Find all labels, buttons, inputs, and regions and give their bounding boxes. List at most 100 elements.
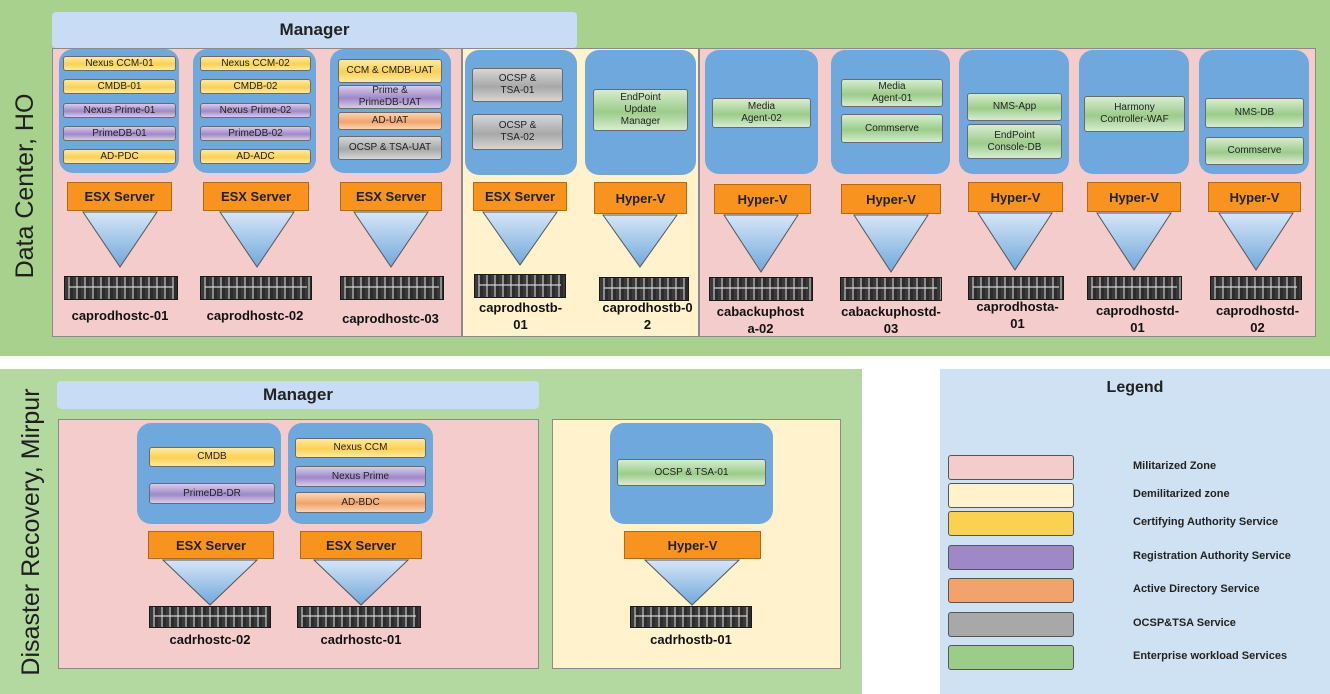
- dr-esx-server-label[interactable]: ESX Server: [300, 531, 422, 559]
- legend-label: Demilitarized zone: [1133, 488, 1230, 500]
- dc-service-ocsp[interactable]: OCSP & TSA-02: [472, 114, 563, 150]
- dc-server-icon: [474, 274, 566, 298]
- dc-service-ca[interactable]: AD-ADC: [200, 149, 311, 164]
- dr-service-ent[interactable]: OCSP & TSA-01: [617, 459, 766, 486]
- dr-virtualization-arrow: [644, 559, 740, 606]
- dr-virtualization-arrow: [162, 559, 258, 606]
- dc-host-name: caprodhostd- 02: [1215, 303, 1300, 335]
- dr-service-ca[interactable]: CMDB: [149, 447, 275, 467]
- dc-hyperv-label[interactable]: Hyper-V: [841, 184, 941, 214]
- dc-service-ca[interactable]: CMDB-02: [200, 79, 311, 94]
- dc-virtualization-arrow: [219, 211, 295, 268]
- dc-service-ca[interactable]: CCM & CMDB-UAT: [338, 59, 442, 83]
- dc-service-ocsp[interactable]: OCSP & TSA-UAT: [338, 136, 442, 160]
- dr-service-ra[interactable]: Nexus Prime: [295, 466, 426, 487]
- dc-host-name: caprodhostb- 01: [478, 300, 563, 332]
- dc-service-ocsp[interactable]: OCSP & TSA-01: [472, 68, 563, 102]
- dc-service-ca[interactable]: AD-PDC: [63, 149, 176, 164]
- dc-hyperv-label[interactable]: Hyper-V: [1208, 182, 1301, 212]
- dc-service-ca[interactable]: Nexus CCM-01: [63, 56, 176, 71]
- dc-virtualization-arrow: [602, 214, 678, 268]
- dc-server-icon: [840, 277, 942, 301]
- dr-server-icon: [149, 606, 271, 628]
- dc-service-ent[interactable]: EndPoint Console-DB: [967, 124, 1062, 159]
- legend-swatch: [948, 483, 1074, 508]
- dc-host-name: cabackuphost a-02: [716, 304, 805, 336]
- dc-virtualization-arrow: [723, 214, 799, 273]
- dc-server-icon: [340, 276, 444, 300]
- dc-service-ent[interactable]: EndPoint Update Manager: [593, 89, 688, 131]
- dc-esx-server-label[interactable]: ESX Server: [67, 182, 172, 211]
- legend-title: Legend: [1106, 379, 1164, 396]
- dc-host-name: caprodhostb-0 2: [602, 300, 693, 332]
- dc-service-ent[interactable]: NMS-App: [967, 93, 1062, 121]
- dc-virtualization-arrow: [1218, 212, 1294, 271]
- dc-service-ca[interactable]: CMDB-01: [63, 79, 176, 94]
- dc-server-icon: [200, 276, 312, 300]
- dc-virtualization-arrow: [1096, 212, 1172, 271]
- dr-hyperv-label[interactable]: Hyper-V: [624, 531, 761, 559]
- dc-host-name: cabackuphostd- 03: [841, 304, 941, 336]
- dr-vm-container: [137, 423, 281, 524]
- dc-host-name: caprodhostc-03: [342, 311, 439, 326]
- dr-server-icon: [297, 606, 421, 628]
- dc-server-icon: [968, 276, 1064, 300]
- dc-vm-container: [831, 50, 950, 174]
- dc-esx-server-label[interactable]: ESX Server: [203, 182, 309, 211]
- legend-label: Militarized Zone: [1133, 460, 1217, 472]
- dc-service-ent[interactable]: Media Agent-01: [841, 79, 943, 107]
- dc-service-ra[interactable]: Prime & PrimeDB-UAT: [338, 85, 442, 109]
- dc-service-ra[interactable]: PrimeDB-01: [63, 126, 176, 141]
- legend-label: Registration Authority Service: [1133, 550, 1291, 562]
- dr-server-icon: [630, 606, 752, 628]
- dc-service-ent[interactable]: Harmony Controller-WAF: [1084, 96, 1185, 132]
- dc-service-ca[interactable]: Nexus CCM-02: [200, 56, 311, 71]
- dc-host-name: caprodhosta- 01: [976, 299, 1059, 331]
- legend-label: Active Directory Service: [1133, 583, 1260, 595]
- dc-service-ra[interactable]: Nexus Prime-01: [63, 103, 176, 118]
- dc-host-name: caprodhostc-02: [206, 308, 304, 323]
- dc-virtualization-arrow: [977, 212, 1053, 271]
- dc-service-ra[interactable]: PrimeDB-02: [200, 126, 311, 141]
- legend-swatch: [948, 455, 1074, 480]
- dr-service-ad[interactable]: AD-BDC: [295, 492, 426, 513]
- legend-label: Enterprise workload Services: [1133, 650, 1288, 662]
- dc-host-name: caprodhostd- 01: [1095, 303, 1180, 335]
- dc-host-name: caprodhostc-01: [71, 308, 169, 323]
- dc-virtualization-arrow: [353, 211, 429, 268]
- dr-esx-server-label[interactable]: ESX Server: [148, 531, 274, 559]
- dr-virtualization-arrow: [313, 559, 409, 606]
- dc-server-icon: [709, 277, 813, 301]
- legend-label: Certifying Authority Service: [1133, 516, 1279, 528]
- legend-swatch: [948, 511, 1074, 536]
- dc-service-ent[interactable]: Media Agent-02: [712, 98, 811, 128]
- data-center-title: Data Center, HO: [11, 93, 39, 279]
- dc-hyperv-label[interactable]: Hyper-V: [1087, 182, 1181, 212]
- dc-manager[interactable]: Manager: [52, 12, 577, 48]
- dc-service-ent[interactable]: Commserve: [841, 114, 943, 143]
- dc-esx-server-label[interactable]: ESX Server: [340, 182, 442, 211]
- dc-hyperv-label[interactable]: Hyper-V: [714, 184, 811, 214]
- dc-service-ent[interactable]: NMS-DB: [1205, 98, 1304, 128]
- dc-service-ent[interactable]: Commserve: [1205, 137, 1304, 165]
- dc-server-icon: [1087, 276, 1182, 300]
- dc-hyperv-label[interactable]: Hyper-V: [968, 182, 1063, 212]
- dr-title: Disaster Recovery, Mirpur: [17, 388, 45, 676]
- dc-service-ra[interactable]: Nexus Prime-02: [200, 103, 311, 118]
- dc-virtualization-arrow: [853, 214, 929, 273]
- dr-host-name: cadrhostc-02: [169, 632, 251, 647]
- dc-virtualization-arrow: [82, 211, 158, 268]
- dc-server-icon: [64, 276, 178, 300]
- dc-hyperv-label[interactable]: Hyper-V: [594, 182, 687, 214]
- dc-server-icon: [1210, 276, 1302, 300]
- dr-service-ca[interactable]: Nexus CCM: [295, 438, 426, 458]
- dr-service-ra[interactable]: PrimeDB-DR: [149, 483, 275, 504]
- dr-manager[interactable]: Manager: [57, 381, 539, 409]
- legend-swatch: [948, 612, 1074, 637]
- legend-label: OCSP&TSA Service: [1133, 617, 1236, 629]
- dr-host-name: cadrhostc-01: [320, 632, 402, 647]
- dc-esx-server-label[interactable]: ESX Server: [473, 182, 567, 211]
- dr-host-name: cadrhostb-01: [650, 632, 732, 647]
- dc-service-ad[interactable]: AD-UAT: [338, 112, 442, 130]
- legend-swatch: [948, 645, 1074, 670]
